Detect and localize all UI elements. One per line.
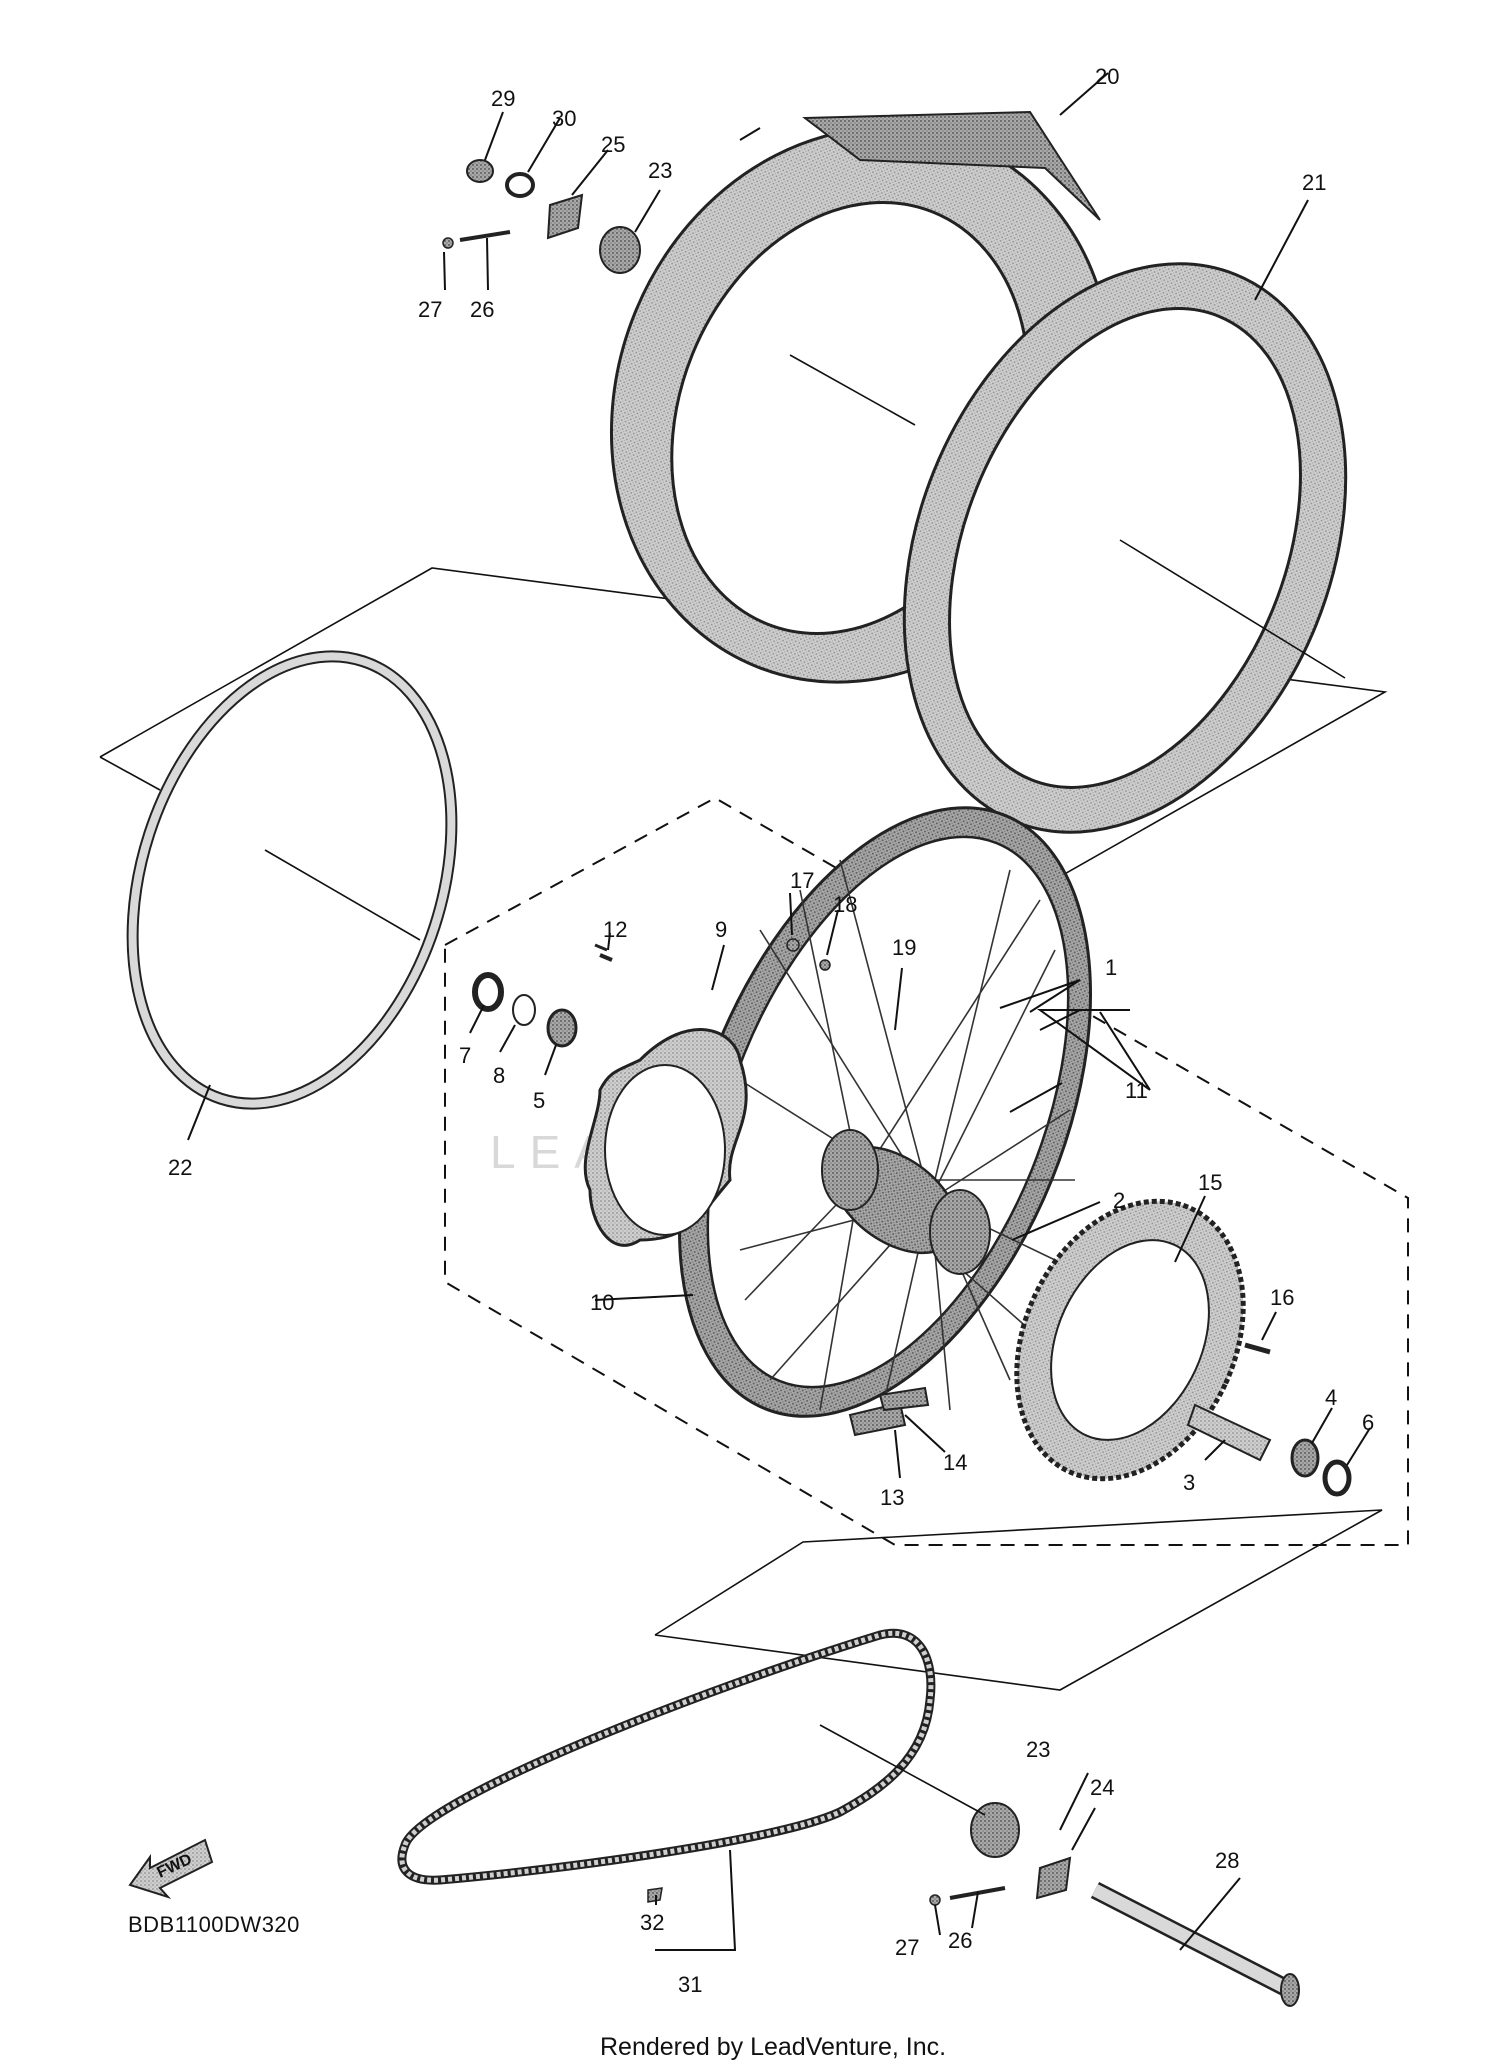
callout-27-bottom: 27 [895, 1935, 919, 1960]
callout-13: 13 [880, 1485, 904, 1510]
callout-9: 9 [715, 917, 727, 942]
callout-10: 10 [590, 1290, 614, 1315]
callout-27-top: 27 [418, 297, 442, 322]
callout-30: 30 [552, 106, 576, 131]
callout-4: 4 [1325, 1385, 1337, 1410]
callout-21: 21 [1302, 170, 1326, 195]
fwd-arrow-icon: FWD [128, 1838, 214, 1900]
rear-wheel [678, 806, 1092, 1437]
callout-2: 2 [1113, 1188, 1125, 1213]
callout-14: 14 [943, 1450, 967, 1475]
callout-12: 12 [603, 917, 627, 942]
callout-18: 18 [833, 892, 857, 917]
rim-band [126, 650, 458, 1141]
callout-31: 31 [678, 1972, 702, 1997]
tire-axis-line [789, 354, 1346, 679]
callout-7: 7 [459, 1043, 471, 1068]
callout-29: 29 [491, 86, 515, 111]
leader-lines [443, 111, 1371, 1951]
callout-labels: 20 21 29 30 25 23 27 26 22 1 17 18 19 12… [168, 64, 1374, 1997]
callout-26-top: 26 [470, 297, 494, 322]
callout-3: 3 [1183, 1470, 1195, 1495]
chain-group-frame [654, 1509, 1383, 1691]
callout-1: 1 [1105, 955, 1117, 980]
render-credit: Rendered by LeadVenture, Inc. [600, 2033, 946, 2061]
callout-26-bottom: 26 [948, 1928, 972, 1953]
brake-disc [583, 1028, 748, 1247]
callout-6: 6 [1362, 1410, 1374, 1435]
sprocket [1014, 1198, 1246, 1482]
callout-19: 19 [892, 935, 916, 960]
callout-32: 32 [640, 1910, 664, 1935]
callout-8: 8 [493, 1063, 505, 1088]
callout-17: 17 [790, 868, 814, 893]
callout-23-top: 23 [648, 158, 672, 183]
drive-chain [397, 1628, 936, 1885]
callout-23-bottom: 23 [1026, 1737, 1050, 1762]
inner-tube [902, 199, 1348, 834]
callout-22: 22 [168, 1155, 192, 1180]
callout-16: 16 [1270, 1285, 1294, 1310]
callout-28: 28 [1215, 1848, 1239, 1873]
callout-25: 25 [601, 132, 625, 157]
callout-20: 20 [1095, 64, 1119, 89]
callout-5: 5 [533, 1088, 545, 1113]
callout-11: 11 [1125, 1078, 1148, 1103]
diagram-code: BDB1100DW320 [128, 1912, 300, 1937]
callout-15: 15 [1198, 1170, 1222, 1195]
callout-24: 24 [1090, 1775, 1114, 1800]
